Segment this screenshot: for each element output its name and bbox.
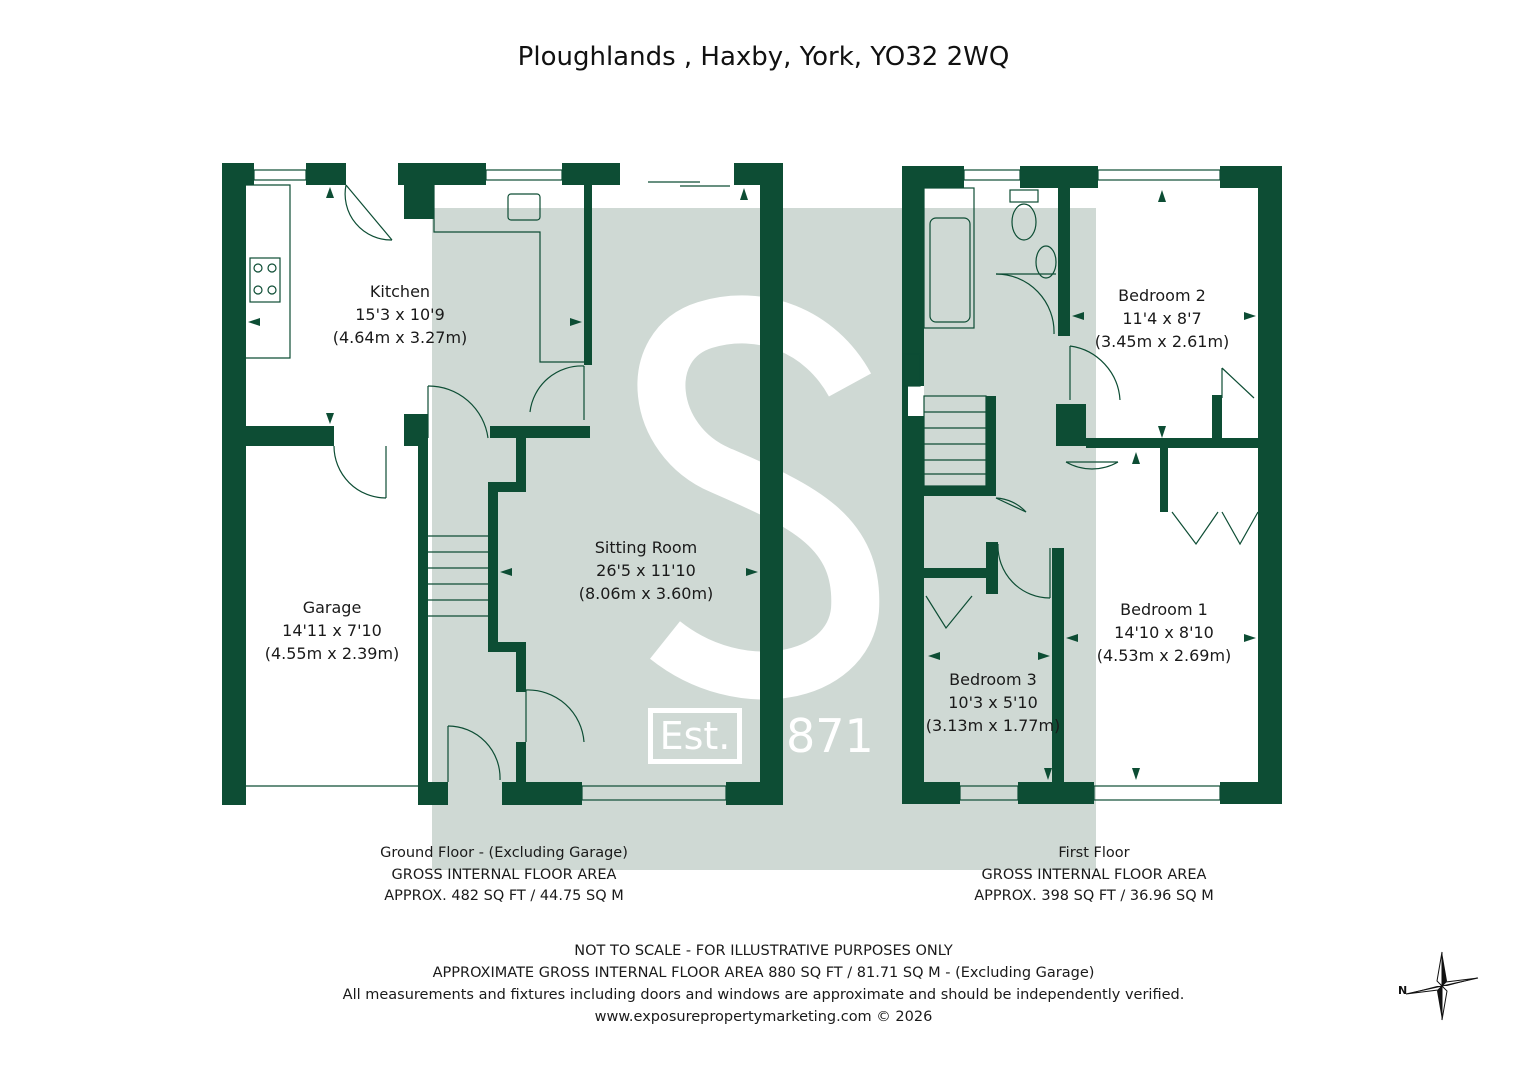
first-floor-walls — [902, 166, 1282, 804]
room-sitting: Sitting Room 26'5 x 11'10 (8.06m x 3.60m… — [566, 536, 726, 605]
website-link[interactable]: www.exposurepropertymarketing.com © 2026 — [594, 1009, 933, 1025]
disclaimer-measurements: All measurements and fixtures including … — [342, 987, 1185, 1003]
room-bedroom-1: Bedroom 1 14'10 x 8'10 (4.53m x 2.69m) — [1084, 598, 1244, 667]
room-garage: Garage 14'11 x 7'10 (4.55m x 2.39m) — [252, 596, 412, 665]
room-name: Kitchen — [369, 282, 431, 301]
floor-area: APPROX. 482 SQ FT / 44.75 SQ M — [384, 888, 624, 904]
room-name: Bedroom 2 — [1118, 286, 1206, 305]
ground-floor-area: Ground Floor - (Excluding Garage) GROSS … — [354, 843, 654, 908]
room-imperial: 26'5 x 11'10 — [596, 561, 696, 580]
watermark-est-box: Est. — [648, 708, 742, 764]
room-name: Sitting Room — [594, 538, 698, 557]
room-metric: (3.45m x 2.61m) — [1094, 332, 1230, 351]
room-metric: (3.13m x 1.77m) — [925, 716, 1061, 735]
floor-name: Ground Floor - (Excluding Garage) — [380, 845, 628, 861]
dimension-arrows — [248, 187, 1256, 780]
room-imperial: 15'3 x 10'9 — [355, 305, 445, 324]
room-imperial: 11'4 x 8'7 — [1122, 309, 1202, 328]
disclaimer-total-area: APPROXIMATE GROSS INTERNAL FLOOR AREA 88… — [432, 965, 1095, 981]
fixtures — [246, 169, 1259, 801]
room-name: Bedroom 1 — [1120, 600, 1208, 619]
floor-gia: GROSS INTERNAL FLOOR AREA — [391, 866, 617, 883]
watermark-year: 871 — [786, 709, 874, 763]
floor-name: First Floor — [1058, 845, 1130, 861]
room-name: Bedroom 3 — [949, 670, 1037, 689]
disclaimer-scale: NOT TO SCALE - FOR ILLUSTRATIVE PURPOSES… — [574, 943, 953, 959]
room-metric: (8.06m x 3.60m) — [578, 584, 714, 603]
compass-star-icon — [1405, 951, 1479, 1021]
page-title: Ploughlands , Haxby, York, YO32 2WQ — [517, 42, 1010, 72]
floor-area: APPROX. 398 SQ FT / 36.96 SQ M — [974, 888, 1214, 904]
first-floor-area: First Floor GROSS INTERNAL FLOOR AREA AP… — [944, 843, 1244, 908]
room-metric: (4.64m x 3.27m) — [332, 328, 468, 347]
room-imperial: 10'3 x 5'10 — [948, 693, 1038, 712]
room-name: Garage — [302, 598, 362, 617]
ground-floor-walls — [222, 163, 783, 805]
compass-north-label: N — [1398, 984, 1408, 997]
floor-gia: GROSS INTERNAL FLOOR AREA — [981, 866, 1207, 883]
room-imperial: 14'10 x 8'10 — [1114, 623, 1214, 642]
room-metric: (4.55m x 2.39m) — [264, 644, 400, 663]
watermark-s-letter — [637, 295, 880, 700]
room-bedroom-3: Bedroom 3 10'3 x 5'10 (3.13m x 1.77m) — [918, 668, 1068, 737]
room-imperial: 14'11 x 7'10 — [282, 621, 382, 640]
room-bedroom-2: Bedroom 2 11'4 x 8'7 (3.45m x 2.61m) — [1082, 284, 1242, 353]
room-kitchen: Kitchen 15'3 x 10'9 (4.64m x 3.27m) — [320, 280, 480, 349]
room-metric: (4.53m x 2.69m) — [1096, 646, 1232, 665]
disclaimer: NOT TO SCALE - FOR ILLUSTRATIVE PURPOSES… — [0, 940, 1527, 1028]
